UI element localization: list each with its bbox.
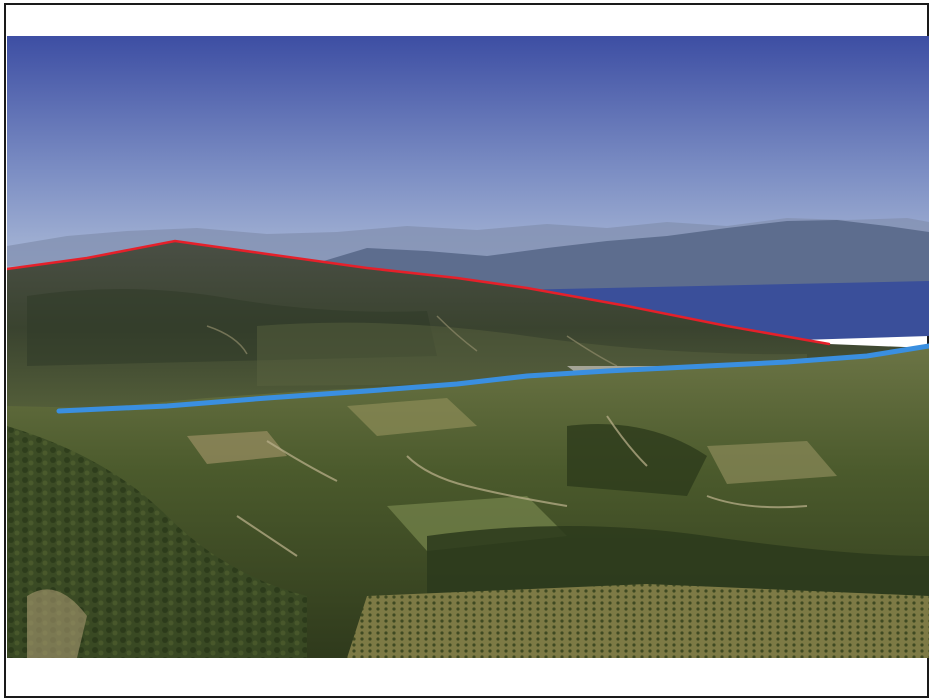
landscape-photo	[7, 36, 929, 658]
orchard	[347, 584, 929, 658]
forest-belt-2	[427, 526, 929, 596]
field-patch-2	[187, 431, 287, 464]
field-patch-3	[707, 441, 837, 484]
field-patch	[347, 398, 477, 436]
ridge-roads	[206, 315, 618, 367]
forest-belt-3	[567, 424, 707, 496]
eroded-slope	[27, 589, 87, 658]
lower-boundary-line	[56, 343, 929, 414]
forest-belt	[7, 426, 307, 658]
ridge-texture	[27, 288, 437, 366]
dirt-tracks	[236, 415, 808, 557]
landscape-illustration	[7, 36, 929, 658]
upper-ridge-line	[7, 239, 831, 346]
